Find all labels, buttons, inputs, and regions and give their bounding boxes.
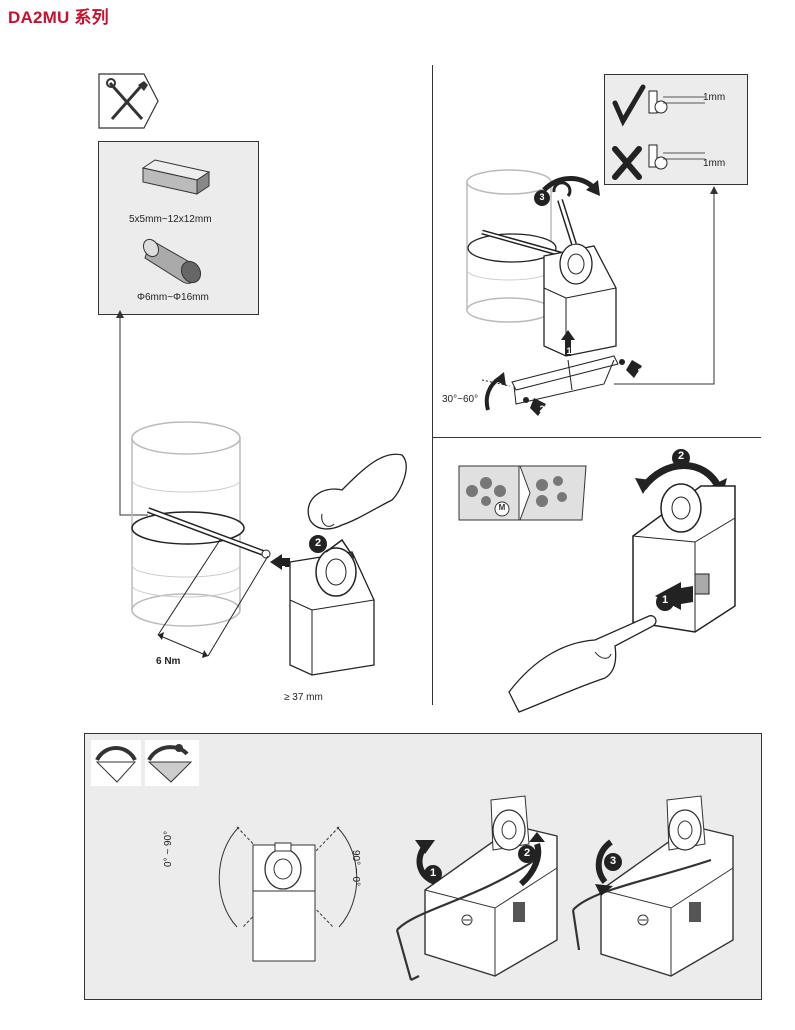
manual-override-illustration — [508, 449, 736, 713]
gap-ok-label: 1mm — [703, 92, 726, 103]
step-badge-screw-b: 2 — [539, 404, 545, 414]
step-badge-push: 1 — [284, 559, 290, 569]
shaft-size-panel: 5x5mm~12x12mm Φ6mm~Φ16mm — [98, 141, 259, 315]
hex-key-return-illustration — [571, 795, 734, 977]
gear-icon — [466, 477, 506, 506]
duct-shaft-illustration — [131, 421, 271, 658]
check-icon — [612, 84, 646, 127]
round-shaft-icon — [142, 238, 202, 284]
min-shaft-length-label: ≥ 37 mm — [284, 692, 323, 703]
page-title: DA2MU 系列 — [8, 8, 109, 27]
horizontal-divider — [433, 437, 761, 438]
actuator-mount-illustration — [270, 453, 407, 676]
bracket-install-illustration — [466, 169, 718, 416]
hex-key-adjust-illustration — [395, 795, 558, 981]
step-badge-place: 2 — [314, 537, 322, 549]
angle-adjustment-panel: 0° ~ 90° 90° ~ 0° 1 2 3 — [84, 733, 762, 1000]
step-badge-three: 3 — [609, 855, 617, 867]
gap-check-panel: 1mm 1mm — [604, 74, 748, 185]
motor-icon: M — [498, 503, 506, 512]
torque-label: 6 Nm — [156, 656, 181, 667]
vertical-divider — [432, 65, 433, 705]
gap-bad-label: 1mm — [703, 158, 726, 169]
round-shaft-label: Φ6mm~Φ16mm — [137, 292, 209, 303]
step-badge-one: 1 — [429, 867, 437, 879]
step-badge-press: 1 — [661, 594, 669, 606]
mode-indicator — [458, 465, 587, 521]
step-badge-wrench: 3 — [539, 192, 545, 202]
step-badge-rotate: 2 — [677, 450, 685, 462]
square-shaft-icon — [141, 159, 211, 195]
angle-range-label: 30°~60° — [442, 394, 479, 405]
step-badge-push-up: 1 — [566, 346, 572, 356]
right-angle-label: 90° ~ 0° — [350, 850, 361, 887]
left-angle-label: 0° ~ 90° — [163, 830, 174, 867]
step-badge-screw: 2 — [637, 367, 643, 377]
angle-front-view — [218, 826, 358, 962]
step-badge-two: 2 — [523, 847, 531, 859]
gear-icon-manual — [536, 476, 567, 507]
cross-icon — [612, 146, 642, 180]
gap-check-illustration — [612, 84, 668, 180]
tools-icon — [98, 73, 160, 129]
square-shaft-label: 5x5mm~12x12mm — [129, 214, 212, 225]
rotation-mode-icons — [91, 740, 199, 786]
shaft-to-panel-connector — [116, 310, 148, 516]
